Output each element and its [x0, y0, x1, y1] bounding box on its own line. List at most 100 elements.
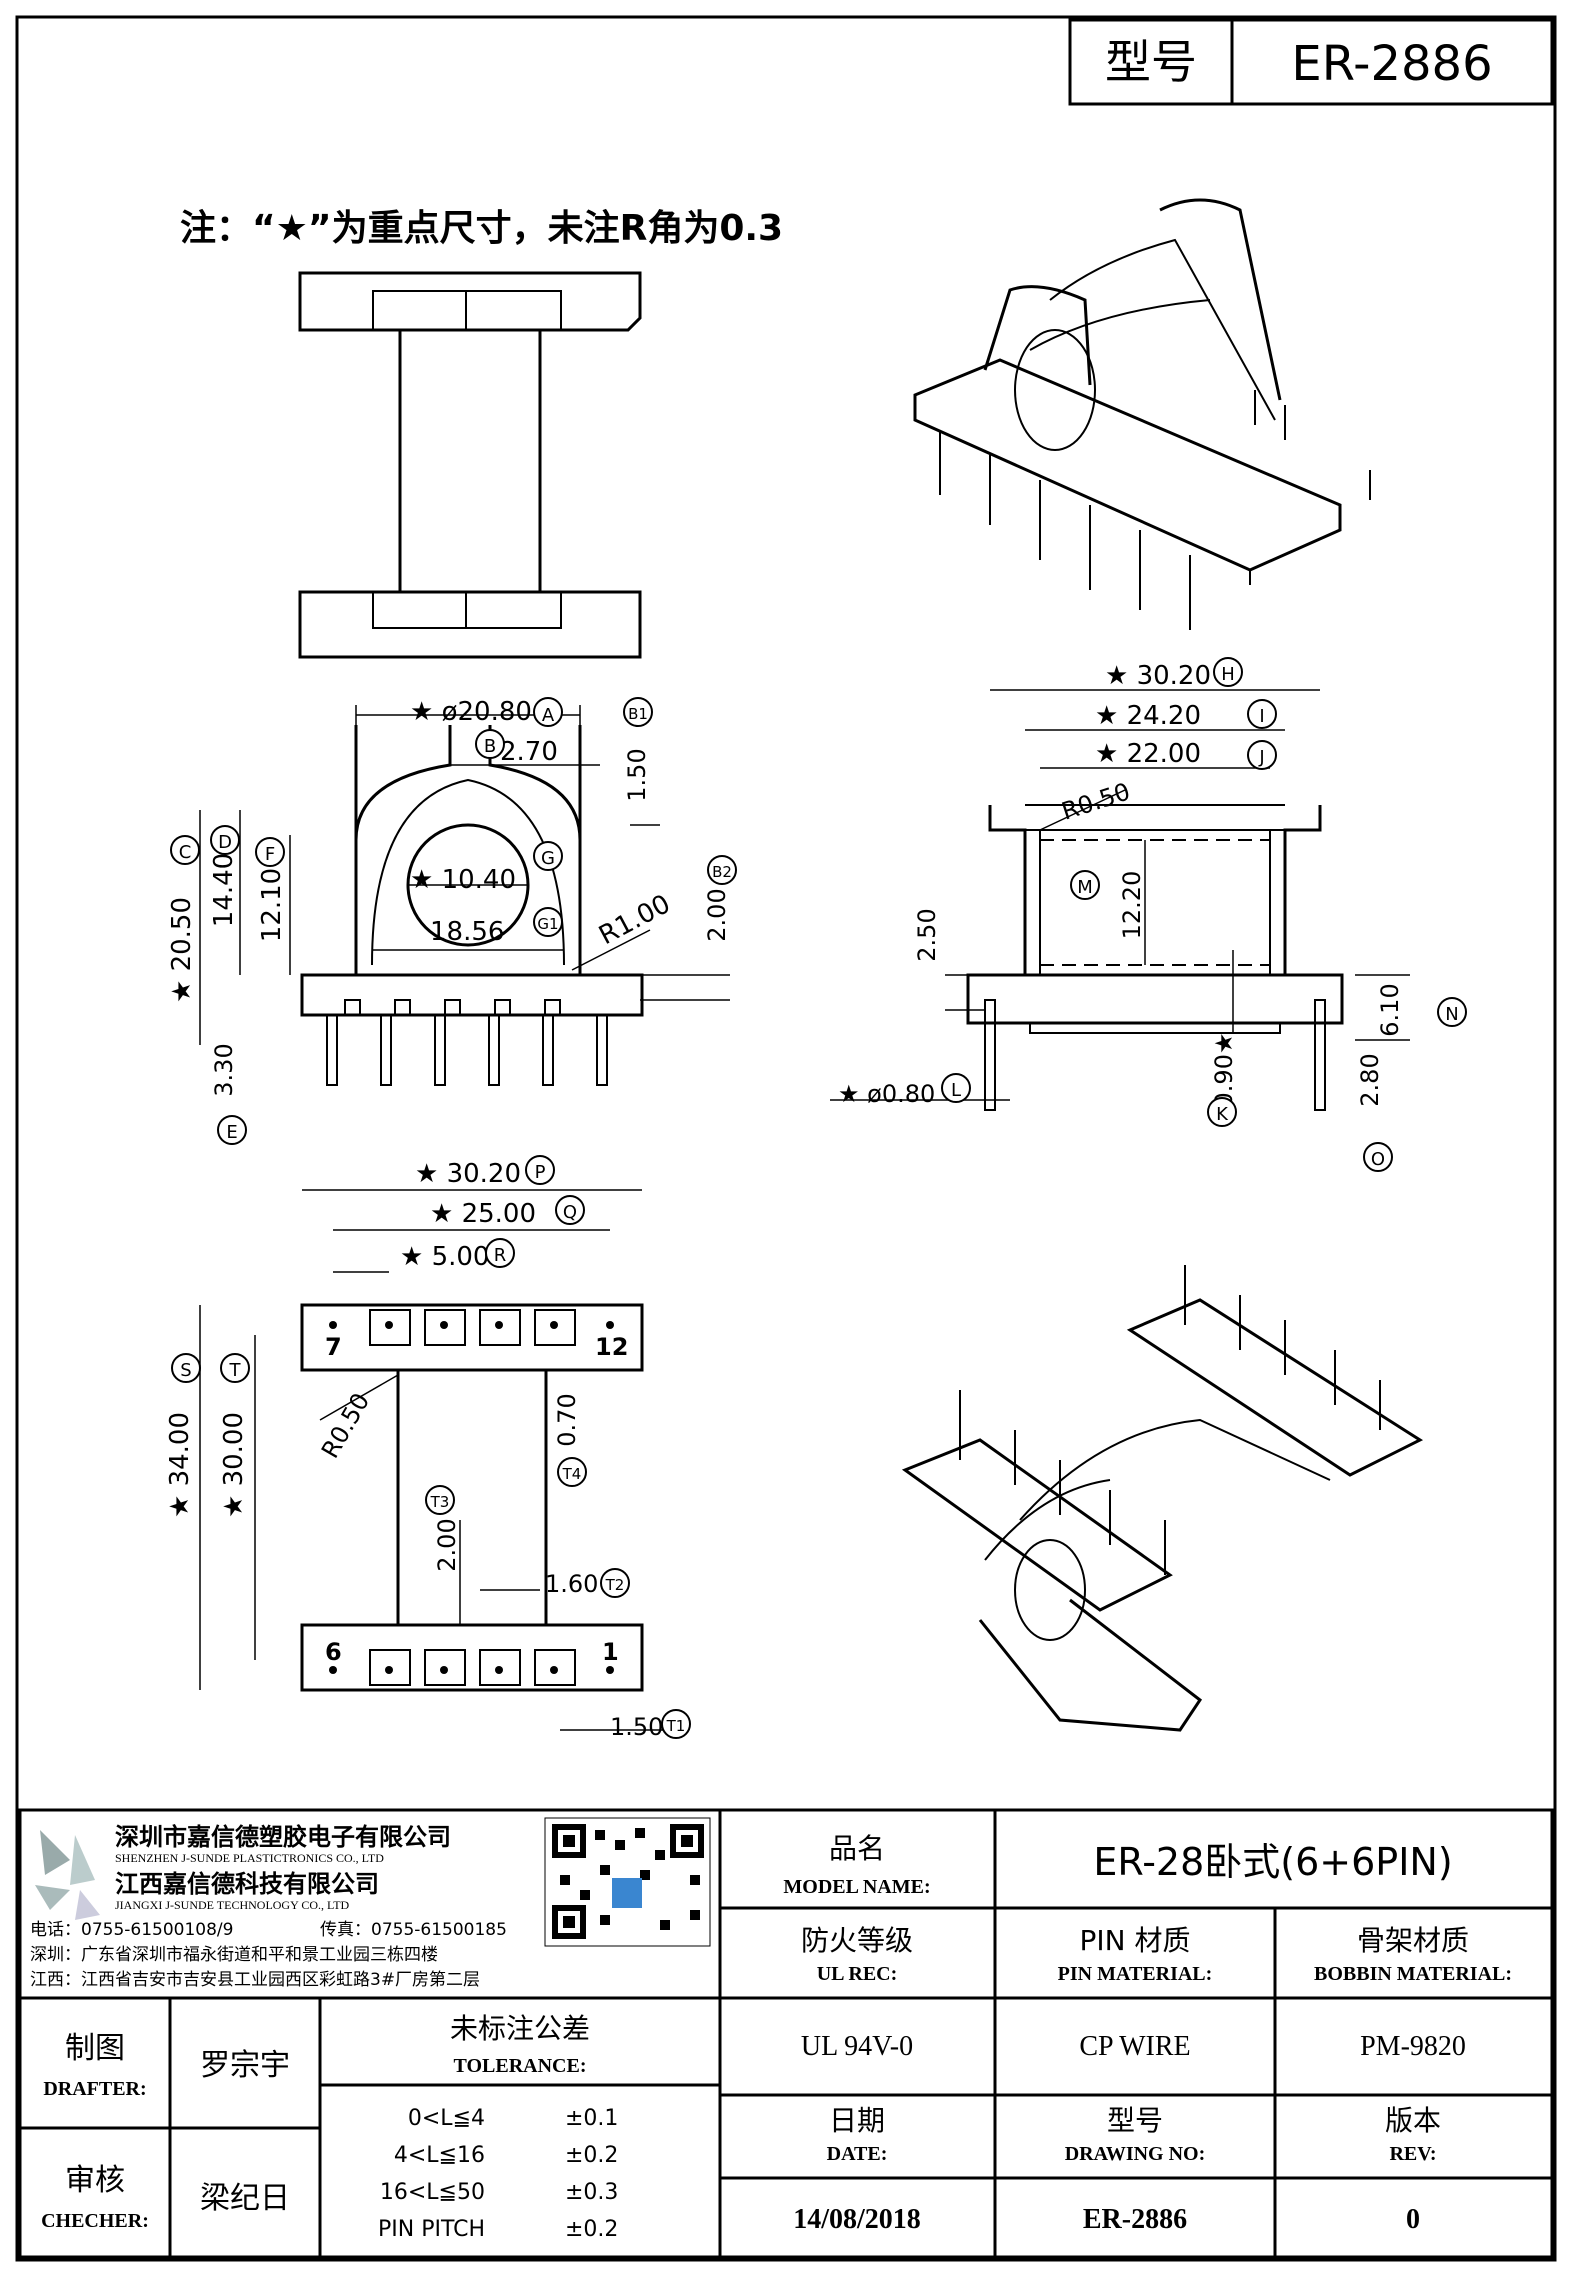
top-view: [298, 271, 642, 659]
dim-1856: 18.56: [430, 917, 504, 947]
label-G: G: [541, 848, 555, 869]
label-O: O: [1371, 1149, 1385, 1170]
tolerance-value: ±0.1: [565, 2106, 618, 2131]
label-M: M: [1077, 877, 1093, 898]
dim-2200: ★ 22.00: [1095, 739, 1201, 769]
pin-material-value: CP WIRE: [1079, 2031, 1190, 2062]
isometric-view-bottom: [901, 1265, 1424, 1732]
dim-3020b: ★ 30.20: [415, 1159, 521, 1189]
drafter-cn: 制图: [65, 2031, 125, 2066]
label-H: H: [1221, 664, 1235, 685]
tolerance-range: PIN PITCH: [378, 2217, 485, 2242]
pin-1-label: 1: [602, 1638, 619, 1666]
label-L: L: [951, 1080, 961, 1101]
bottom-view: 7 12 6 1 ★ 30.20 P ★ 25.00 Q ★ 5.00 R R0…: [165, 1155, 691, 1741]
address-jiangxi: 江西：江西省吉安市吉安县工业园西区彩虹路3#厂房第二层: [30, 1970, 480, 1990]
dim-r100: R1.00: [594, 889, 675, 951]
pin-7-label: 7: [325, 1333, 342, 1361]
label-I: I: [1259, 706, 1264, 727]
label-A: A: [542, 705, 555, 726]
drafter-en: DRAFTER:: [43, 2078, 146, 2100]
dim-1220: 12.20: [1118, 871, 1146, 940]
company-fax: 传真：0755-61500185: [320, 1920, 507, 1940]
company-tel: 电话：0755-61500108/9: [30, 1920, 233, 1940]
company-cn-2: 江西嘉信德科技有限公司: [115, 1870, 379, 1898]
pin-material-en: PIN MATERIAL:: [1058, 1963, 1213, 1985]
tolerance-en: TOLERANCE:: [454, 2055, 587, 2077]
label-E: E: [226, 1122, 237, 1143]
date-en: DATE:: [827, 2143, 888, 2165]
rev-cn: 版本: [1385, 2104, 1441, 2137]
tolerance-value: ±0.2: [565, 2217, 618, 2242]
dim-phi080: ★ ø0.80: [838, 1080, 935, 1108]
date-cn: 日期: [829, 2104, 885, 2137]
label-C: C: [179, 842, 192, 863]
model-name-cn: 品名: [829, 1832, 885, 1865]
isometric-view-top: [913, 198, 1371, 630]
dim-b1: 1.50: [623, 748, 651, 801]
tolerance-value: ±0.3: [565, 2180, 618, 2205]
bobbin-material-value: PM-9820: [1360, 2031, 1466, 2062]
dim-200b: 2.00: [433, 1518, 461, 1571]
company-cn-1: 深圳市嘉信德塑胶电子有限公司: [115, 1823, 451, 1851]
dim-1210: 12.10: [257, 868, 287, 942]
date-value: 14/08/2018: [793, 2204, 921, 2235]
dim-250: 2.50: [913, 908, 941, 961]
dim-phi1040: ★ 10.40: [410, 865, 516, 895]
dim-2420: ★ 24.20: [1095, 701, 1201, 731]
label-S: S: [180, 1360, 191, 1381]
dim-r050b: R0.50: [316, 1388, 375, 1463]
label-K: K: [1216, 1104, 1229, 1125]
drafter-name: 罗宗宇: [200, 2048, 290, 2083]
label-J: J: [1258, 747, 1264, 768]
label-T3: T3: [430, 1493, 450, 1511]
drawing-no-cn: 型号: [1107, 2104, 1163, 2137]
pin-6-label: 6: [325, 1638, 342, 1666]
dim-3000: ★ 30.00: [219, 1412, 249, 1518]
dim-phi2080: ★ ø20.80: [410, 697, 532, 727]
dim-270: 2.70: [500, 737, 558, 767]
label-T2: T2: [605, 1576, 625, 1594]
label-P: P: [535, 1162, 546, 1183]
header-model-box: 型号 ER-2886: [1068, 18, 1554, 106]
dim-500: ★ 5.00: [400, 1242, 489, 1272]
dim-280: 2.80: [1356, 1053, 1384, 1106]
label-B: B: [484, 736, 496, 757]
tolerance-range: 0<L≦4: [408, 2106, 485, 2131]
rev-value: 0: [1406, 2204, 1420, 2235]
qr-code-icon: [544, 1817, 711, 1947]
company-en-1: SHENZHEN J-SUNDE PLASTICTRONICS CO., LTD: [115, 1851, 384, 1865]
title-block: 深圳市嘉信德塑胶电子有限公司 SHENZHEN J-SUNDE PLASTICT…: [18, 1808, 1554, 2259]
dimension-note: 注：“★”为重点尺寸，未注R角为0.3: [180, 208, 783, 249]
dim-160: 1.60: [545, 1570, 598, 1598]
pin-material-cn: PIN 材质: [1080, 1924, 1191, 1957]
company-logo: [35, 1830, 100, 1920]
tolerance-range: 4<L≦16: [394, 2143, 485, 2168]
tolerance-table: 0<L≦4 ±0.1 4<L≦16 ±0.2 16<L≦50 ±0.3 PIN …: [378, 2106, 618, 2242]
rev-en: REV:: [1389, 2143, 1436, 2165]
header-model-value: ER-2886: [1291, 36, 1492, 92]
label-R: R: [494, 1245, 507, 1266]
dim-2500: ★ 25.00: [430, 1199, 536, 1229]
front-view: ★ ø20.80 A 2.70 B 1.50 B1 ★ 10.40 18.56 …: [167, 697, 737, 1145]
ul-rec-cn: 防火等级: [801, 1924, 913, 1957]
label-Q: Q: [563, 1202, 577, 1223]
label-T4: T4: [562, 1465, 582, 1483]
checker-en: CHECHER:: [41, 2210, 149, 2232]
model-name-en: MODEL NAME:: [783, 1876, 930, 1898]
label-D: D: [218, 832, 232, 853]
header-model-label: 型号: [1105, 35, 1197, 89]
label-G1: G1: [537, 915, 558, 933]
sheet-border: [15, 15, 1557, 2262]
address-shenzhen: 深圳：广东省深圳市福永街道和平和景工业园三栋四楼: [30, 1945, 438, 1965]
dim-330: 3.30: [210, 1043, 238, 1096]
pin-12-label: 12: [595, 1333, 628, 1361]
dim-070: 0.70: [553, 1393, 581, 1446]
tolerance-cn: 未标注公差: [450, 2012, 590, 2045]
dim-3020a: ★ 30.20: [1105, 661, 1211, 691]
dim-200a: 2.00: [703, 888, 731, 941]
dim-3400: ★ 34.00: [165, 1412, 195, 1518]
checker-cn: 审核: [65, 2163, 125, 2198]
bobbin-material-en: BOBBIN MATERIAL:: [1314, 1963, 1512, 1985]
